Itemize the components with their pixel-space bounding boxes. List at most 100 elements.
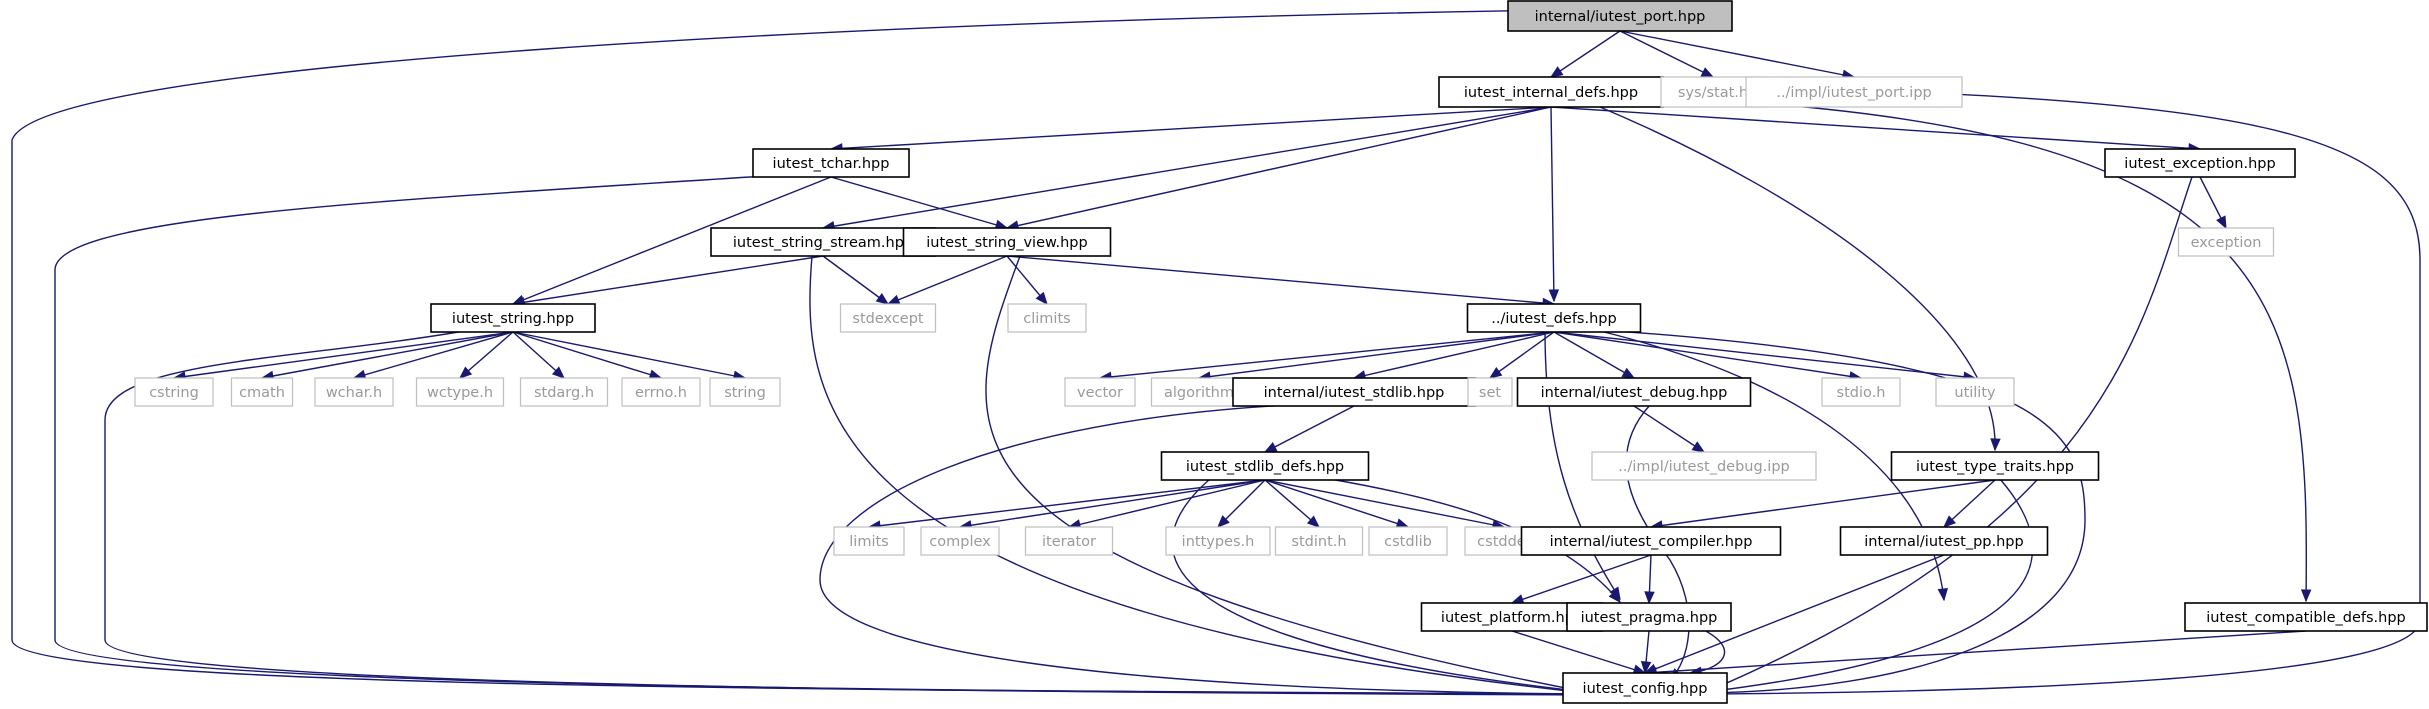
edge-line (1353, 331, 1555, 379)
node-box (710, 227, 936, 257)
edge-stdlib-defs-to-limits (867, 479, 1266, 531)
node-box (314, 377, 394, 407)
edge-line (1198, 331, 1555, 379)
node-debug-hpp: internal/iutest_debug.hpp (1516, 377, 1752, 407)
node-defs: ../iutest_defs.hpp (1466, 303, 1642, 333)
node-label: internal/iutest_pp.hpp (1864, 534, 2023, 550)
node-stdarg: stdarg.h (519, 377, 609, 407)
node-box (1516, 377, 1752, 407)
node-string-view: iutest_string_view.hpp (902, 227, 1112, 257)
edge-defs-to-utility (1553, 331, 1977, 382)
node-label: stdexcept (852, 311, 924, 327)
node-stdint: stdint.h (1274, 526, 1364, 556)
edge-platform-to-config (1511, 630, 1647, 675)
node-label: cstring (149, 385, 199, 401)
edge-string-hpp-to-stdarg (512, 331, 565, 379)
node-box (1890, 451, 2100, 481)
node-compatible-defs: iutest_compatible_defs.hpp (2184, 602, 2428, 632)
edge-line (959, 479, 1266, 528)
node-box (1821, 377, 1901, 407)
node-label: iutest_compatible_defs.hpp (2206, 610, 2405, 626)
arrowhead-icon (1621, 367, 1636, 379)
node-box (920, 526, 1000, 556)
edge-tchar-to-string-view (830, 176, 1009, 230)
edge-line (1633, 405, 1705, 453)
node-box (1467, 377, 1513, 407)
edge-stdlib-defs-to-compiler (1329, 478, 1621, 604)
edge-line (353, 331, 514, 379)
arrowhead-icon (1548, 289, 1560, 303)
edge-line (1553, 331, 1976, 379)
edge-line (868, 479, 1266, 528)
node-label: internal/iutest_stdlib.hpp (1264, 385, 1445, 401)
edge-line (1489, 331, 1555, 379)
edge-line (1099, 331, 1555, 379)
node-label: stdint.h (1291, 534, 1346, 550)
node-pragma: iutest_pragma.hpp (1566, 602, 1732, 632)
node-box (1024, 526, 1114, 556)
edge-type-traits-to-pp (1943, 479, 1996, 528)
node-label: iutest_string.hpp (452, 311, 574, 327)
edge-debug-hpp-to-debug-ipp (1633, 405, 1706, 453)
node-box (1438, 76, 1664, 108)
edge-line (822, 106, 1552, 229)
node-debug-ipp: ../impl/iutest_debug.ipp (1591, 451, 1817, 481)
edge-line (1705, 478, 2034, 693)
node-box (839, 303, 937, 333)
edge-defs-to-stdlib-hpp (1352, 331, 1555, 381)
edge-line (830, 176, 1008, 229)
node-box (1566, 602, 1732, 632)
edge-line (1171, 478, 1587, 693)
node-cstdlib: cstdlib (1368, 526, 1448, 556)
node-box (1507, 0, 1733, 32)
edge-exception-hpp-to-exception (2199, 176, 2227, 230)
edge-exception-hpp-to-config (1704, 176, 2193, 693)
node-label: wctype.h (427, 385, 493, 401)
node-root: internal/iutest_port.hpp (1507, 0, 1733, 32)
edge-line (819, 404, 1587, 695)
edge-line (1006, 255, 1555, 305)
node-box (1232, 377, 1476, 407)
node-tchar: iutest_tchar.hpp (752, 148, 910, 178)
node-label: exception (2191, 235, 2262, 251)
node-label: iutest_type_traits.hpp (1916, 459, 2074, 475)
edge-line (1619, 30, 1855, 78)
node-port-ipp: ../impl/iutest_port.ipp (1745, 76, 1963, 108)
node-box (1160, 451, 1370, 481)
edge-line (512, 331, 746, 379)
edge-string-view-to-climits (1006, 255, 1048, 306)
node-limits: limits (833, 526, 905, 556)
arrowhead-icon (2216, 215, 2227, 230)
edge-stdlib-defs-to-iterator (1067, 479, 1266, 530)
edge-line (1645, 84, 2421, 695)
edge-internal-defs-to-string-stream (821, 106, 1552, 232)
node-inttypes: inttypes.h (1165, 526, 1271, 556)
edge-string-stream-to-string-hpp (511, 255, 824, 308)
node-set: set (1467, 377, 1513, 407)
edge-line (830, 106, 1552, 150)
edge-line (1553, 331, 1862, 379)
arrowhead-icon (1263, 442, 1278, 453)
arrowhead-icon (551, 366, 565, 379)
node-box (1274, 526, 1364, 556)
edge-root-to-config (11, 9, 1588, 700)
edge-line (1650, 479, 1996, 528)
arrowhead-icon (1640, 661, 1652, 675)
node-type-traits: iutest_type_traits.hpp (1890, 451, 2100, 481)
node-label: iutest_string_stream.hpp (733, 235, 913, 251)
edge-string-view-to-stdexcept (886, 255, 1008, 305)
node-config: iutest_config.hpp (1562, 672, 1728, 704)
node-label: iutest_string_view.hpp (926, 235, 1087, 251)
node-box (1562, 672, 1728, 704)
edge-line (1006, 106, 1552, 229)
edge-line (104, 329, 1587, 696)
node-pp: internal/iutest_pp.hpp (1839, 526, 2049, 556)
edge-line (1689, 627, 1726, 674)
node-label: iutest_config.hpp (1583, 681, 1708, 697)
arrowhead-icon (875, 292, 890, 305)
arrowhead-icon (1217, 515, 1230, 528)
node-label: vector (1077, 385, 1123, 401)
node-box (415, 377, 505, 407)
node-stdlib-hpp: internal/iutest_stdlib.hpp (1232, 377, 1476, 407)
